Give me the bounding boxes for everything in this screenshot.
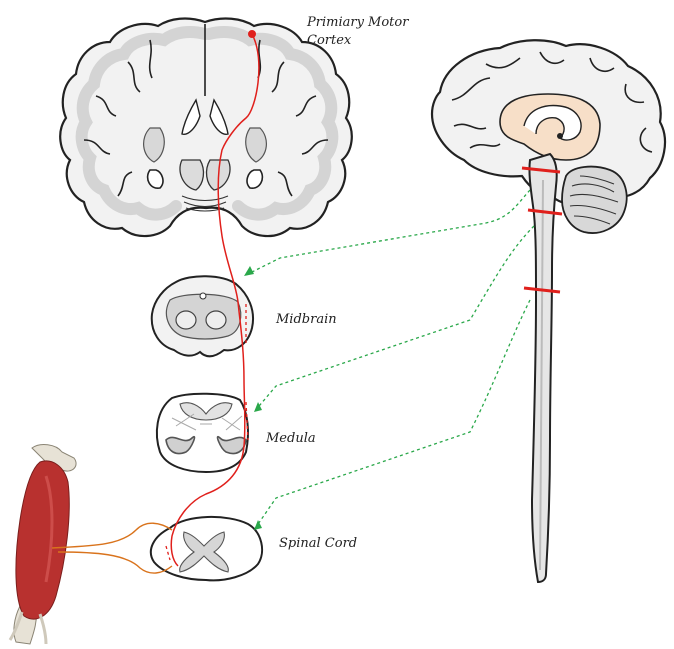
sagittal-gyri <box>451 51 653 153</box>
pointer-arrows <box>243 189 535 531</box>
spinal-grey-matter <box>179 531 229 573</box>
peripheral-nerve <box>51 522 173 574</box>
cut-marker-medulla <box>527 208 563 216</box>
label-spinal-cord: Spinal Cord <box>279 536 358 551</box>
arrow-to-medulla <box>253 225 535 413</box>
coronal-brain-section <box>59 17 353 238</box>
arrow-to-midbrain <box>243 189 531 277</box>
muscle-belly <box>15 460 70 620</box>
muscle-tendons <box>8 611 48 645</box>
sagittal-deep-structures <box>499 93 601 161</box>
sagittal-thalamus-dot <box>557 133 563 139</box>
arrow-to-spinal <box>253 299 531 531</box>
medulla-outline <box>155 392 249 474</box>
midbrain-red-nucleus-right <box>205 310 227 330</box>
cut-marker-spinal <box>523 286 561 294</box>
coronal-brainstem-stripes <box>181 195 229 212</box>
sagittal-fornix <box>523 104 582 141</box>
sagittal-central-canal <box>539 179 544 571</box>
sagittal-brain-view <box>430 39 667 584</box>
label-midbrain: Midbrain <box>276 312 337 327</box>
arrowhead-medulla <box>254 402 262 412</box>
coronal-ventricles <box>181 98 229 135</box>
biceps-muscle <box>8 444 77 645</box>
coronal-basal-ganglia <box>143 127 267 163</box>
midbrain-aqueduct <box>199 292 207 300</box>
medulla-olives <box>165 435 247 455</box>
medulla-dorsal <box>179 402 233 421</box>
sagittal-cerebellum-folia <box>569 175 619 225</box>
cut-marker-midbrain <box>521 166 561 174</box>
label-motor-cortex-line1: Primiary Motor <box>307 15 409 30</box>
arrowhead-spinal <box>254 520 262 530</box>
spinal-cord-cross-section <box>149 516 264 582</box>
corticospinal-pathway <box>165 30 260 567</box>
coronal-cortex-band-right <box>203 26 339 221</box>
medulla-hatching <box>171 413 243 431</box>
nerve-line-1 <box>51 522 173 549</box>
pathway-line <box>170 33 260 567</box>
pathway-decussation <box>165 304 249 561</box>
label-medula: Medula <box>266 431 316 446</box>
medulla-cross-section <box>155 392 249 474</box>
nerve-line-2 <box>57 551 173 574</box>
muscle-highlight <box>44 475 54 583</box>
coronal-hippocampus <box>146 169 264 189</box>
arm-bone-upper <box>31 444 77 472</box>
sagittal-brainstem-cord <box>528 152 558 584</box>
coronal-cortex-band <box>75 26 211 221</box>
midbrain-red-nucleus-left <box>175 310 197 330</box>
arrow-heads <box>244 266 262 530</box>
sagittal-cerebellum <box>561 165 628 234</box>
coronal-sulci <box>83 24 329 197</box>
arrowhead-midbrain <box>244 266 254 276</box>
label-motor-cortex-line2: Cortex <box>307 33 352 48</box>
midbrain-cross-section <box>150 275 254 358</box>
